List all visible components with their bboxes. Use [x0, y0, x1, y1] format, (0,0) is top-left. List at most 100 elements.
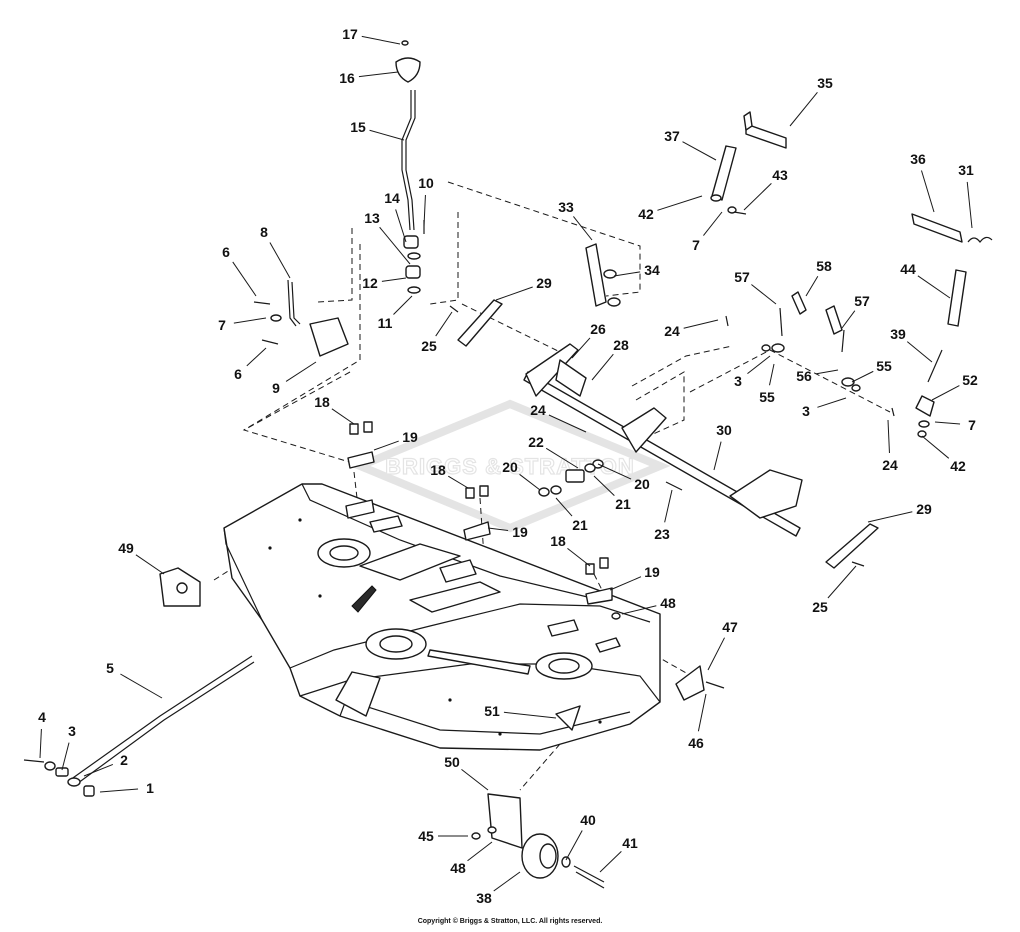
- leader-line-c56: [815, 369, 839, 375]
- leader-line-c42b: [921, 435, 950, 459]
- leader-line-c2: [83, 763, 114, 777]
- leader-line-c24c: [887, 419, 890, 454]
- copyright-notice: Copyright © Briggs & Stratton, LLC. All …: [417, 918, 603, 925]
- rod-5-assembly: [23, 655, 255, 797]
- callout-c13: 13: [364, 210, 380, 226]
- callout-c10: 10: [418, 175, 434, 191]
- callout-leaders: [39, 35, 973, 892]
- callout-c37: 37: [664, 128, 680, 144]
- callout-c44: 44: [900, 261, 916, 277]
- leader-line-c7a: [233, 317, 267, 324]
- callout-c5: 5: [106, 660, 114, 676]
- center-link-parts: [725, 291, 895, 417]
- callout-c57a: 57: [734, 269, 750, 285]
- leader-line-c29a: [495, 286, 533, 301]
- leader-line-c7c: [934, 421, 961, 425]
- leader-line-c12: [381, 277, 407, 282]
- callout-c19a: 19: [402, 429, 418, 445]
- leader-line-c38: [493, 871, 521, 892]
- leader-line-c57a: [751, 284, 777, 305]
- leader-line-c7b: [703, 211, 723, 236]
- leader-line-c22: [545, 447, 579, 469]
- leader-line-c55b: [851, 370, 874, 383]
- leader-line-c24b: [548, 414, 587, 433]
- callout-c18c: 18: [550, 533, 566, 549]
- leader-line-c21b: [593, 475, 615, 497]
- leader-line-c43: [743, 183, 772, 211]
- callout-c19c: 19: [644, 564, 660, 580]
- callout-c49: 49: [118, 540, 134, 556]
- callout-c43: 43: [772, 167, 788, 183]
- callout-c42a: 42: [638, 206, 654, 222]
- leader-line-c3c: [817, 397, 847, 408]
- leader-line-c6b: [246, 347, 267, 367]
- leader-line-c15: [369, 129, 405, 141]
- leader-line-c48b: [467, 841, 493, 862]
- leader-line-c25a: [435, 311, 453, 337]
- callout-c9: 9: [272, 380, 280, 396]
- gauge-wheel-assembly: [471, 793, 605, 889]
- callout-c29a: 29: [536, 275, 552, 291]
- leader-line-c36: [920, 170, 935, 213]
- callout-c36: 36: [910, 151, 926, 167]
- callout-c7a: 7: [218, 317, 226, 333]
- callout-c24b: 24: [530, 402, 546, 418]
- link-37-and-bracket-35: [710, 111, 787, 215]
- callout-c46: 46: [688, 735, 704, 751]
- leader-line-c18a: [331, 408, 355, 425]
- leader-line-c57b: [841, 310, 856, 329]
- plate-47-hardware: [611, 612, 725, 701]
- callout-c26: 26: [590, 321, 606, 337]
- callout-c25b: 25: [812, 599, 828, 615]
- callout-c40: 40: [580, 812, 596, 828]
- callout-c58: 58: [816, 258, 832, 274]
- leader-line-c3b: [747, 355, 771, 375]
- leader-line-c49: [135, 554, 165, 575]
- callout-c23: 23: [654, 526, 670, 542]
- callout-c48a: 48: [660, 595, 676, 611]
- leader-line-c1: [99, 788, 139, 793]
- callout-c57b: 57: [854, 293, 870, 309]
- leader-line-c48a: [621, 605, 657, 615]
- callout-c7b: 7: [692, 237, 700, 253]
- callout-c7c: 7: [968, 417, 976, 433]
- callout-c8: 8: [260, 224, 268, 240]
- callout-c33: 33: [558, 199, 574, 215]
- callout-c17: 17: [342, 26, 358, 42]
- watermark-text: BRIGGS & STRATTON: [385, 454, 635, 479]
- leader-line-c14: [395, 209, 407, 243]
- callout-c2: 2: [120, 752, 128, 768]
- decal-51: [555, 705, 581, 731]
- callout-c4: 4: [38, 709, 46, 725]
- callout-c3c: 3: [802, 403, 810, 419]
- callout-c1: 1: [146, 780, 154, 796]
- callout-c30: 30: [716, 422, 732, 438]
- leader-line-c19a: [373, 440, 399, 451]
- leader-line-c41: [599, 850, 622, 873]
- shift-lever-assembly: [395, 40, 425, 294]
- leader-line-c37: [682, 141, 717, 161]
- callout-c6a: 6: [222, 244, 230, 260]
- leader-line-c5: [120, 673, 163, 699]
- left-bracket-parts: [253, 279, 349, 357]
- leader-line-c31: [966, 181, 973, 229]
- callout-c34: 34: [644, 262, 660, 278]
- leader-line-c21a: [555, 497, 573, 517]
- callout-c41: 41: [622, 835, 638, 851]
- leader-line-c51: [503, 711, 557, 719]
- leader-line-c50: [461, 768, 489, 791]
- leader-line-c47: [707, 637, 725, 671]
- callout-c20b: 20: [634, 476, 650, 492]
- leader-line-c11: [393, 295, 413, 315]
- callout-c3b: 3: [734, 373, 742, 389]
- callout-c14: 14: [384, 190, 400, 206]
- leader-line-c8: [269, 242, 291, 279]
- leader-line-c29b: [867, 511, 913, 523]
- leader-line-c20b: [597, 463, 632, 480]
- leader-line-c34: [613, 271, 641, 277]
- callout-c19b: 19: [512, 524, 528, 540]
- leader-line-c46: [697, 693, 707, 732]
- leader-line-c42a: [657, 195, 703, 211]
- leader-line-c28: [591, 353, 614, 381]
